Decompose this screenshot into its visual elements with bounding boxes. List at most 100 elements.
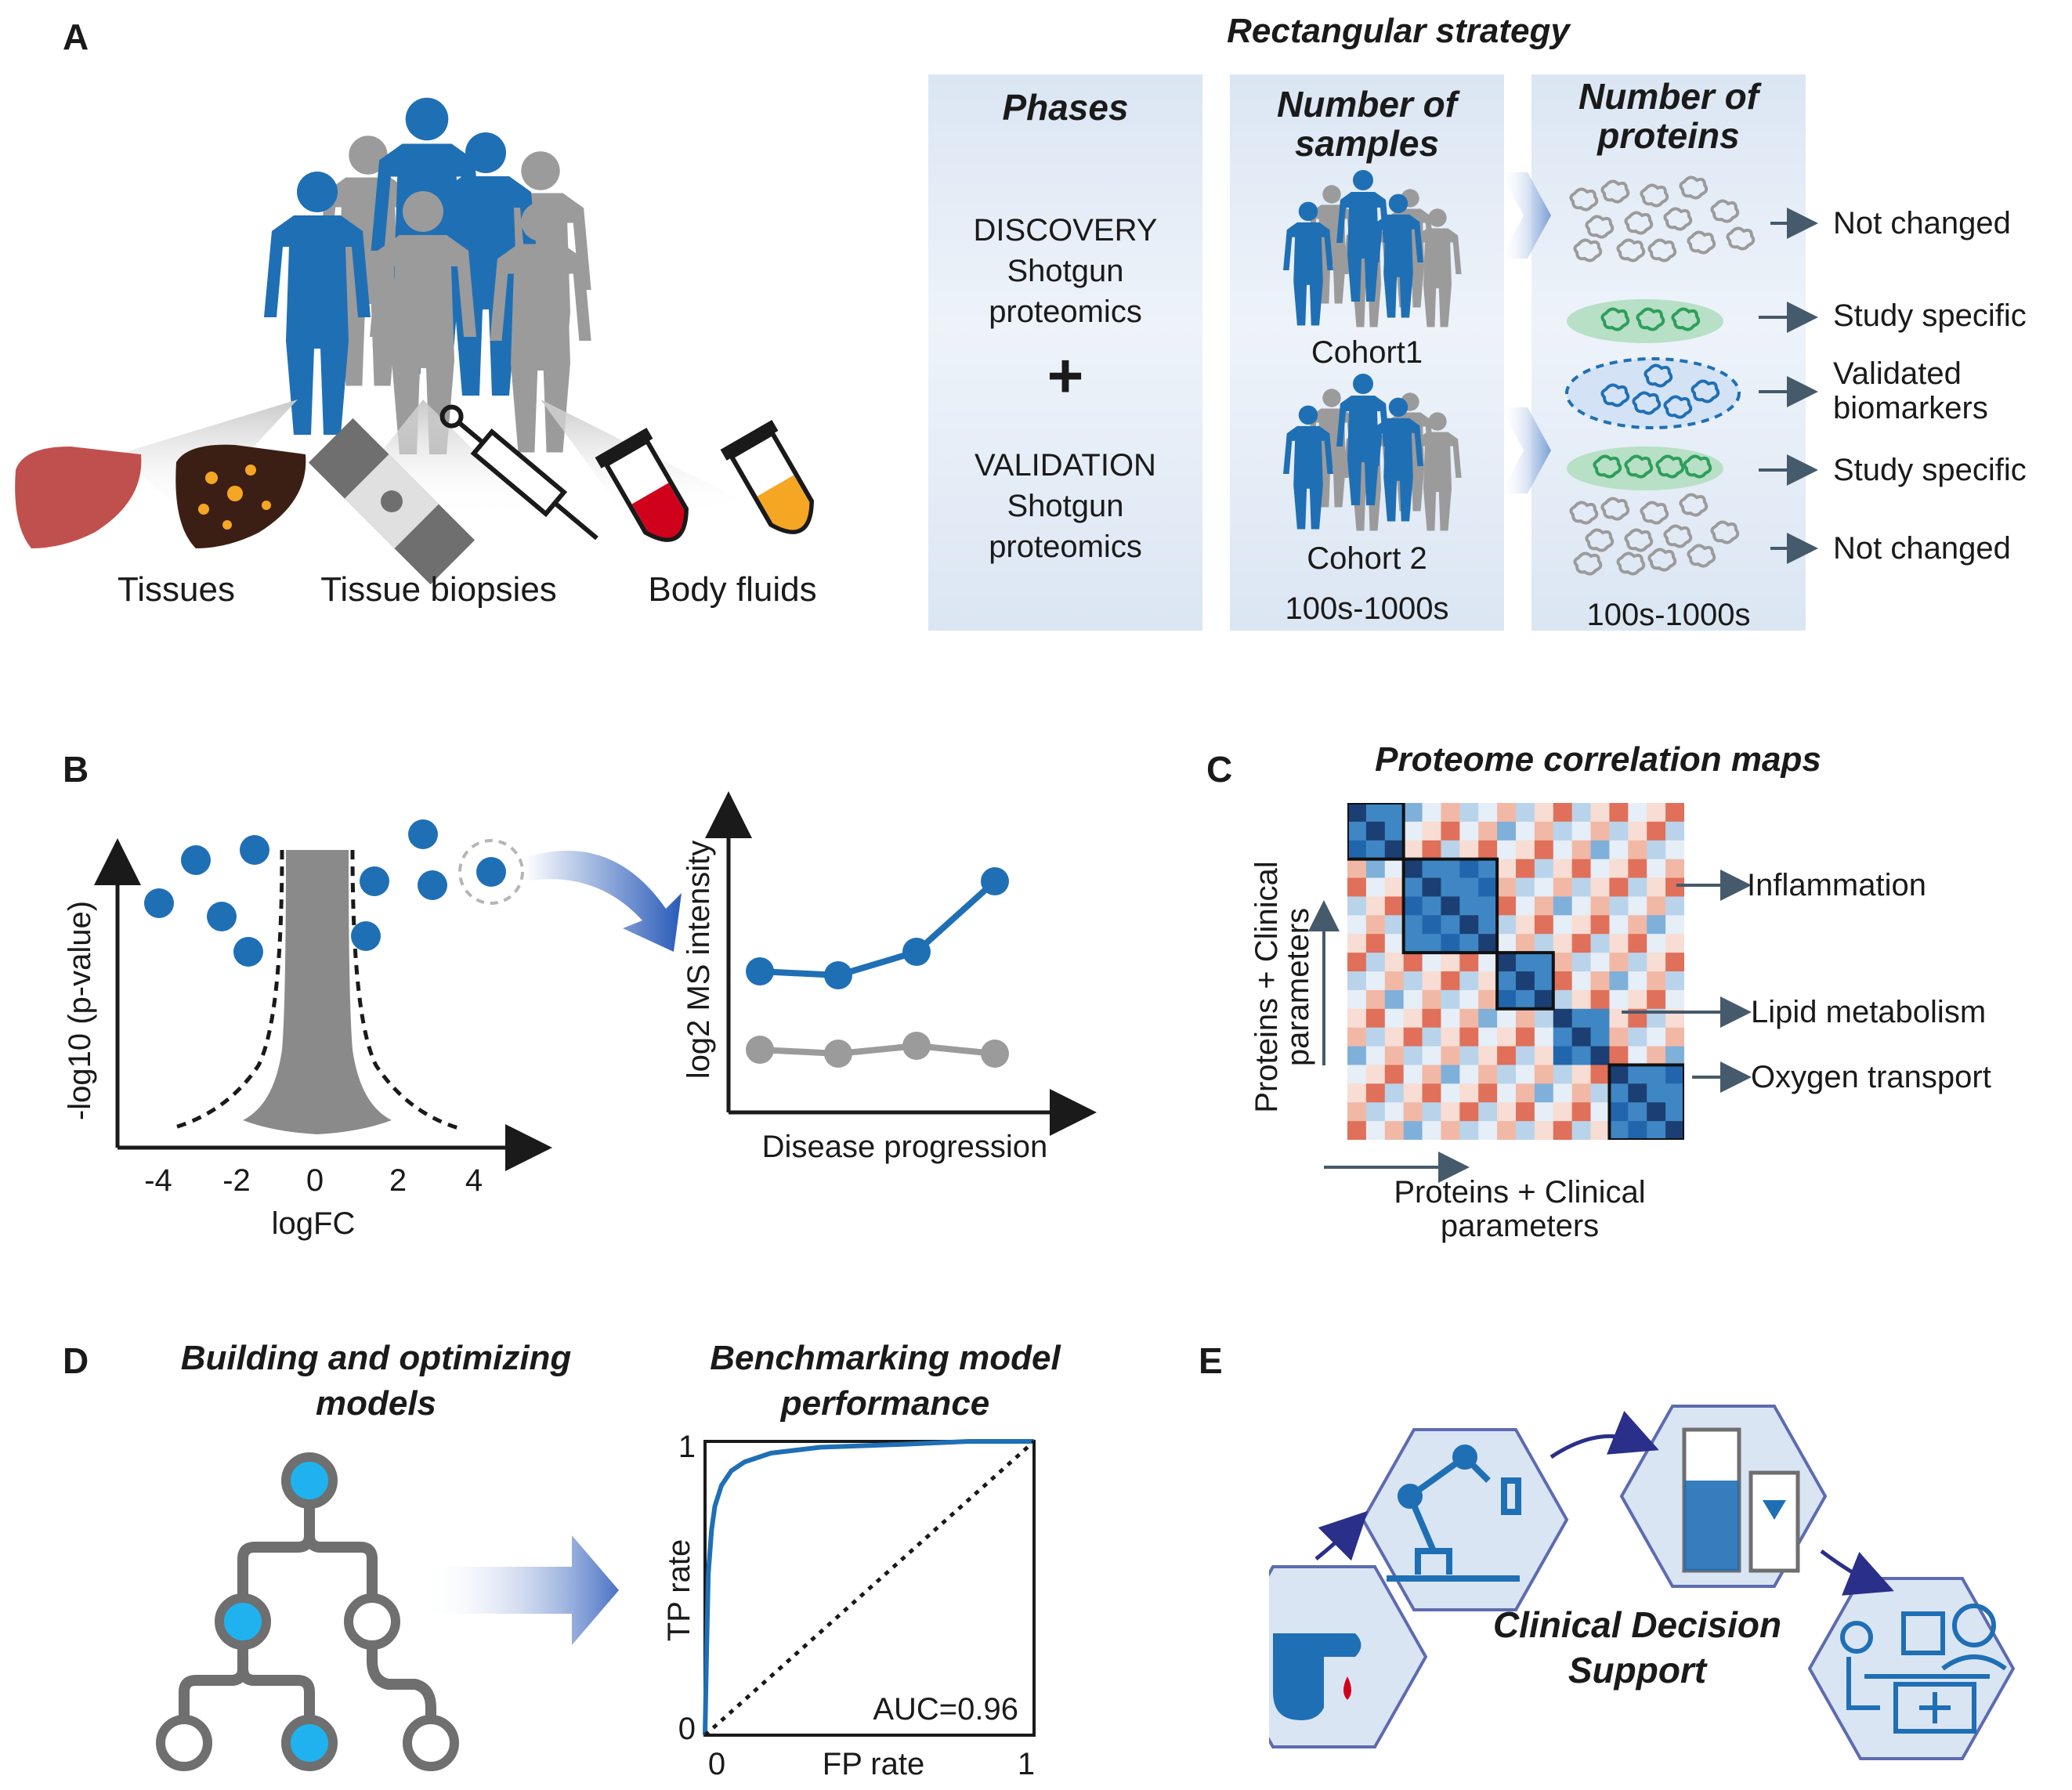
heatmap-cell — [1516, 1046, 1535, 1065]
heatmap-cell — [1441, 953, 1460, 972]
heatmap-cell — [1478, 803, 1498, 823]
heatmap-cell — [1647, 1102, 1666, 1122]
heatmap-cell — [1571, 989, 1592, 1010]
cohort1-label: Cohort1 — [1311, 335, 1423, 370]
heatmap-cell — [1571, 1027, 1592, 1047]
heatmap-cell — [1516, 953, 1535, 972]
heatmap-cell — [1534, 1046, 1554, 1065]
heatmap-cell — [1553, 1027, 1573, 1047]
heatmap-cell — [1628, 840, 1647, 860]
heatmap-cell — [1365, 821, 1386, 841]
heatmap-cell — [1459, 896, 1479, 916]
heatmap-cell — [1590, 1065, 1610, 1084]
heatmap-cell — [1384, 1121, 1405, 1140]
heatmap-cell — [1365, 877, 1386, 897]
heatmap-cell — [1441, 896, 1460, 916]
heatmap-ylabel-line1: Proteins + Clinical — [1249, 861, 1284, 1112]
heatmap-cell — [1609, 915, 1629, 935]
heatmap-cell — [1609, 1065, 1629, 1084]
heatmap-cell — [1628, 1027, 1647, 1047]
heatmap-cell — [1365, 1102, 1386, 1122]
heatmap-cell — [1534, 896, 1554, 916]
cluster-label-inflammation: Inflammation — [1747, 868, 1926, 902]
heatmap-cell — [1516, 840, 1535, 860]
phases-column — [928, 74, 1202, 631]
heatmap-cell — [1497, 803, 1517, 823]
heatmap-cell — [1647, 953, 1666, 972]
validation-line3: proteomics — [989, 530, 1142, 564]
correlation-heatmap — [1347, 803, 1684, 1140]
proteins-heading-line2: proteins — [1597, 115, 1740, 156]
heatmap-cell — [1609, 840, 1629, 860]
heatmap-cell — [1384, 915, 1405, 935]
heatmap-cell — [1459, 971, 1479, 991]
samples-range-label: 100s-1000s — [1285, 591, 1449, 626]
heatmap-cell — [1384, 896, 1405, 916]
heatmap-cell — [1553, 877, 1573, 897]
heatmap-cell — [1365, 840, 1386, 860]
panel-label-a: A — [63, 16, 89, 57]
heatmap-cell — [1459, 1102, 1479, 1122]
heatmap-cell — [1365, 953, 1386, 972]
heatmap-cell — [1384, 1027, 1405, 1047]
not-changed-label-1: Not changed — [1833, 206, 2011, 240]
heatmap-cell — [1571, 1065, 1592, 1084]
heatmap-cell — [1422, 803, 1441, 823]
heatmap-cell — [1478, 859, 1498, 879]
heatmap-cell — [1365, 1083, 1386, 1103]
heatmap-cell — [1384, 934, 1405, 953]
heatmap-cell — [1478, 989, 1498, 1010]
heatmap-cell — [1441, 934, 1460, 953]
heatmap-cell — [1497, 1102, 1517, 1122]
heatmap-cell — [1665, 1083, 1684, 1103]
heatmap-cell — [1403, 989, 1423, 1010]
heatmap-cell — [1441, 803, 1460, 823]
heatmap-cell — [1534, 877, 1554, 897]
heatmap-cell — [1441, 1027, 1460, 1047]
roc-xtick-0: 0 — [708, 1747, 725, 1781]
heatmap-cell — [1628, 877, 1647, 897]
heatmap-cell — [1365, 1065, 1386, 1084]
heatmap-cell — [1422, 896, 1441, 916]
heatmap-cell — [1403, 896, 1423, 916]
heatmap-cell — [1534, 934, 1554, 953]
heatmap-cell — [1516, 1102, 1535, 1122]
heatmap-cell — [1478, 896, 1498, 916]
heatmap-ylabel-line2: parameters — [1281, 908, 1315, 1066]
heatmap-cluster-box — [1607, 1063, 1684, 1140]
heatmap-cell — [1534, 859, 1554, 879]
heatmap-cell — [1478, 1027, 1498, 1047]
heatmap-cell — [1609, 821, 1629, 841]
heatmap-cell — [1365, 859, 1386, 879]
heatmap-cell — [1553, 953, 1573, 972]
heatmap-cell — [1403, 877, 1423, 897]
heatmap-cell — [1478, 971, 1498, 991]
discovery-line1: DISCOVERY — [973, 213, 1158, 248]
cohort2-label: Cohort 2 — [1307, 541, 1427, 576]
heatmap-cell — [1647, 896, 1666, 916]
heatmap-cell — [1422, 971, 1441, 991]
heatmap-cell — [1403, 803, 1423, 823]
heatmap-xlabel-line2: parameters — [1441, 1209, 1599, 1243]
heatmap-cell — [1365, 896, 1386, 916]
heatmap-cell — [1497, 934, 1517, 953]
heatmap-cell — [1384, 1008, 1405, 1029]
heatmap-cell — [1441, 915, 1460, 935]
heatmap-cell — [1590, 1027, 1610, 1047]
panel-label-c: C — [1206, 749, 1233, 790]
validation-line1: VALIDATION — [975, 448, 1156, 483]
heatmap-cell — [1571, 1102, 1592, 1122]
heatmap-cell — [1609, 896, 1629, 916]
heatmap-cell — [1553, 803, 1573, 823]
heatmap-cell — [1628, 1102, 1647, 1122]
validated-line1: Validated — [1833, 356, 1962, 391]
heatmap-cell — [1516, 896, 1535, 916]
heatmap-cell — [1497, 859, 1517, 879]
heatmap-cell — [1590, 859, 1610, 879]
heatmap-cell — [1459, 859, 1479, 879]
heatmap-cell — [1347, 953, 1367, 972]
heatmap-cell — [1422, 1102, 1441, 1122]
heatmap-cell — [1571, 821, 1592, 841]
heatmap-cell — [1665, 1121, 1684, 1140]
heatmap-cell — [1609, 953, 1629, 972]
